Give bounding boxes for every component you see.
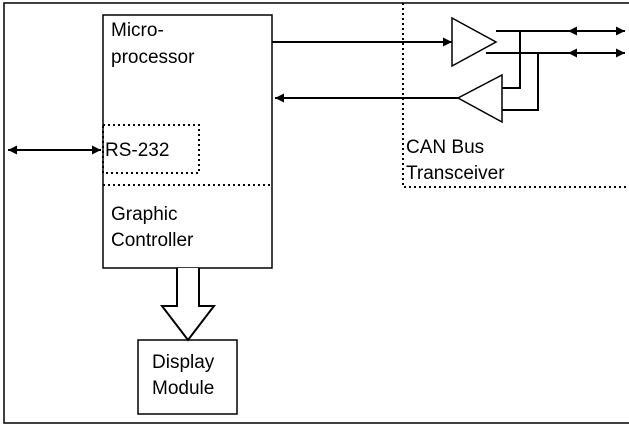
display-data-arrow bbox=[159, 268, 217, 342]
graphic-label-line2: Controller bbox=[111, 230, 194, 251]
display-label-line1: Display bbox=[152, 352, 215, 373]
driver-triangle bbox=[451, 16, 498, 68]
display-label-line2: Module bbox=[152, 378, 215, 399]
microprocessor-label-line2: processor bbox=[111, 47, 195, 68]
graphic-label-line1: Graphic bbox=[111, 204, 178, 225]
microprocessor-label-line1: Micro- bbox=[111, 20, 164, 41]
receiver-triangle bbox=[456, 73, 503, 124]
can-label-line2: Transceiver bbox=[406, 163, 505, 184]
display-module-block bbox=[137, 339, 238, 415]
receiver-input-b bbox=[502, 53, 539, 111]
rs232-box bbox=[102, 124, 200, 174]
rs232-label: RS-232 bbox=[105, 140, 170, 161]
can-label-line1: CAN Bus bbox=[406, 137, 485, 158]
receiver-input-a bbox=[502, 31, 521, 89]
can-transceiver-boundary bbox=[402, 3, 629, 188]
outer-frame bbox=[3, 2, 629, 424]
